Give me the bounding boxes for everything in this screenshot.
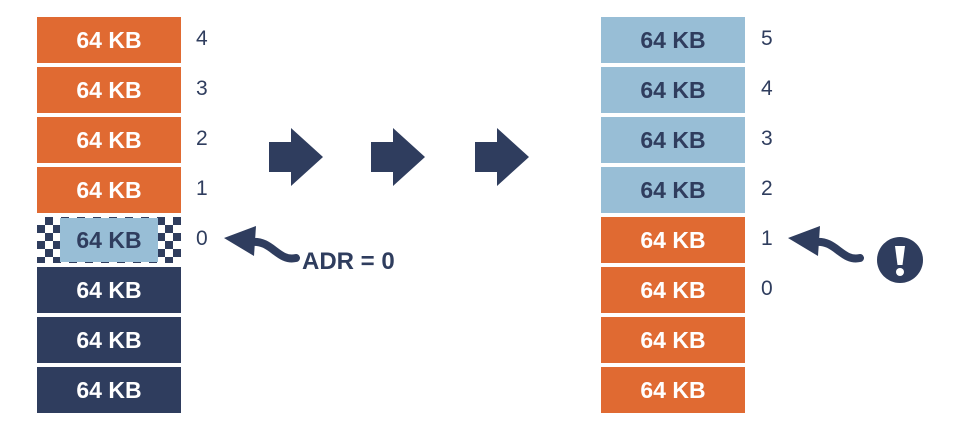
memory-block: 64 KB <box>37 217 181 263</box>
memory-block-label: 64 KB <box>76 276 142 303</box>
memory-block-label: 64 KB <box>640 176 706 203</box>
memory-block: 64 KB <box>37 367 181 413</box>
memory-block: 64 KB <box>37 67 181 113</box>
memory-block-label: 64 KB <box>76 226 142 253</box>
arrow-right-icon <box>269 128 323 186</box>
block-index: 1 <box>761 227 773 250</box>
memory-block: 64 KB <box>601 217 745 263</box>
memory-block-label: 64 KB <box>76 176 142 203</box>
block-index: 2 <box>761 177 773 200</box>
memory-block: 64 KB <box>601 117 745 163</box>
block-index: 4 <box>761 77 773 100</box>
block-index: 1 <box>196 177 208 200</box>
memory-block: 64 KB <box>37 167 181 213</box>
memory-block-label: 64 KB <box>76 126 142 153</box>
arrow-right-icon <box>475 128 529 186</box>
memory-block: 64 KB <box>601 367 745 413</box>
block-index: 0 <box>196 227 208 250</box>
memory-block-label: 64 KB <box>76 326 142 353</box>
memory-block: 64 KB <box>37 267 181 313</box>
block-index: 3 <box>196 77 208 100</box>
memory-block: 64 KB <box>601 267 745 313</box>
block-index: 2 <box>196 127 208 150</box>
memory-block: 64 KB <box>37 317 181 363</box>
memory-block-label: 64 KB <box>640 76 706 103</box>
memory-block: 64 KB <box>601 67 745 113</box>
memory-block-label: 64 KB <box>640 226 706 253</box>
memory-block-label: 64 KB <box>640 126 706 153</box>
memory-block: 64 KB <box>601 317 745 363</box>
block-index: 5 <box>761 27 773 50</box>
exclamation-icon <box>877 237 923 283</box>
memory-block-label: 64 KB <box>640 326 706 353</box>
pointer-label: ADR = 0 <box>302 248 395 275</box>
memory-block-label: 64 KB <box>76 376 142 403</box>
memory-block-label: 64 KB <box>76 26 142 53</box>
block-index: 0 <box>761 277 773 300</box>
memory-block: 64 KB <box>601 17 745 63</box>
memory-block-label: 64 KB <box>640 376 706 403</box>
memory-block-label: 64 KB <box>76 76 142 103</box>
current-block-highlight: 64 KB <box>60 218 158 262</box>
arrow-right-icon <box>371 128 425 186</box>
memory-block: 64 KB <box>37 17 181 63</box>
memory-block: 64 KB <box>37 117 181 163</box>
memory-block: 64 KB <box>601 167 745 213</box>
curved-arrow-icon <box>224 226 300 263</box>
memory-block-label: 64 KB <box>640 276 706 303</box>
curved-arrow-icon <box>788 226 864 263</box>
memory-block-label: 64 KB <box>640 26 706 53</box>
block-index: 3 <box>761 127 773 150</box>
block-index: 4 <box>196 27 208 50</box>
